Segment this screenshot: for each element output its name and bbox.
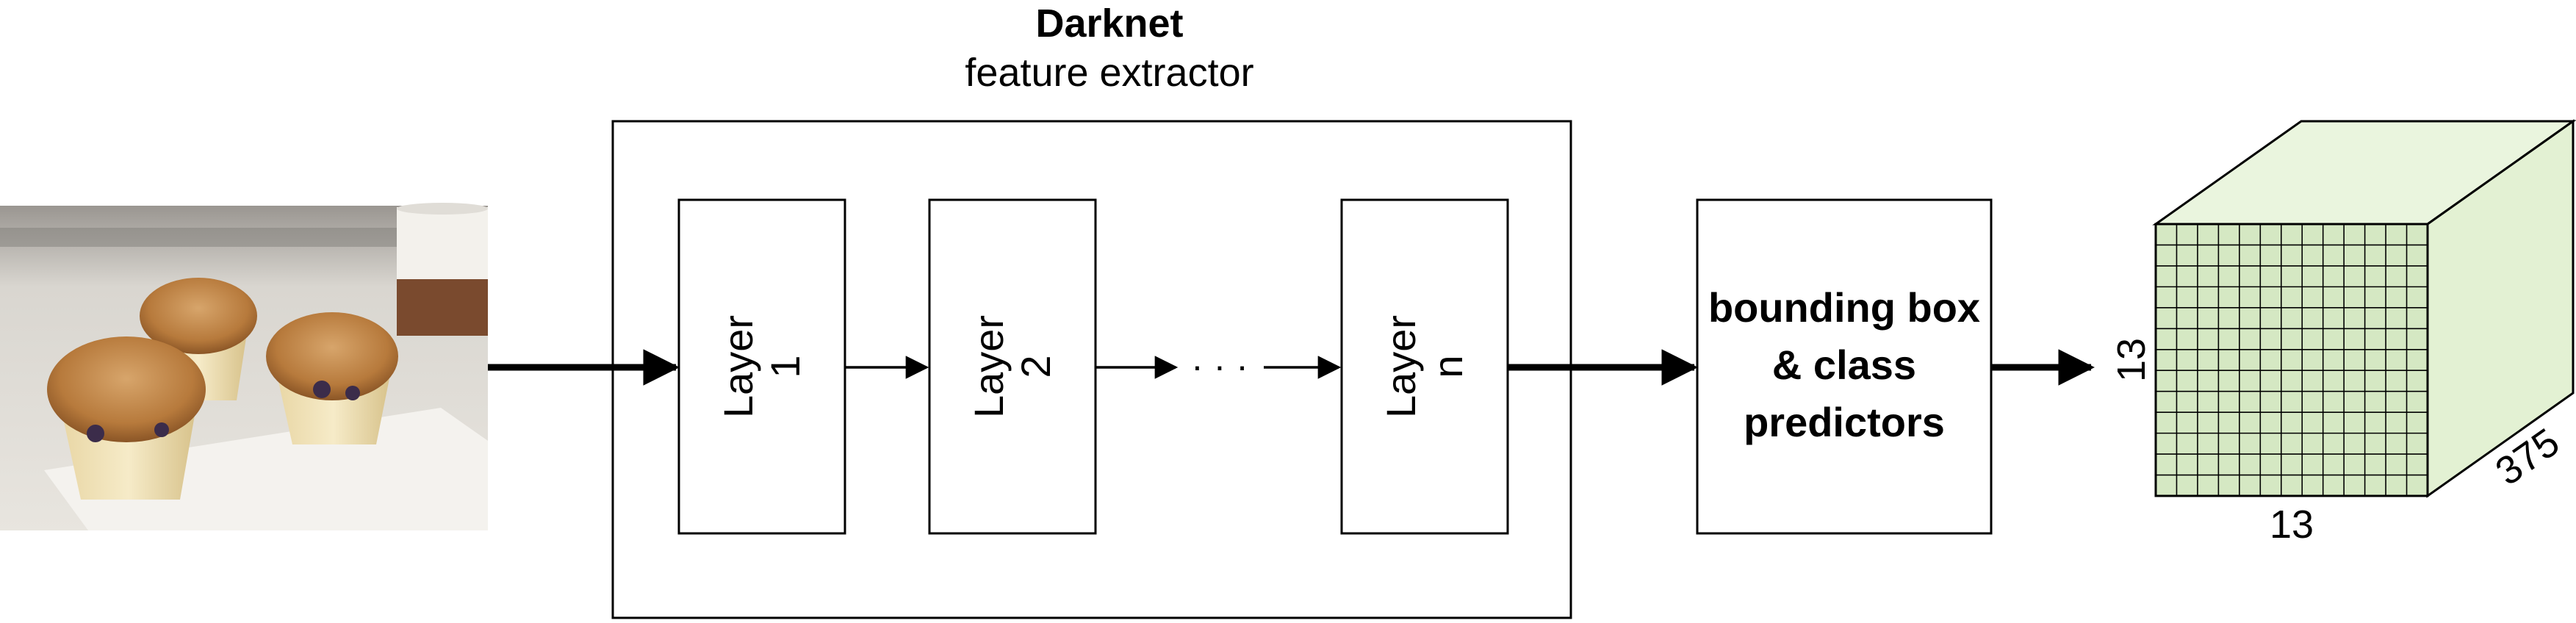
predictors-box bbox=[1696, 198, 1993, 535]
output-tensor-cube bbox=[2152, 119, 2576, 498]
layer-n-label: Layer n bbox=[1378, 314, 1471, 419]
layer-2-label: Layer 2 bbox=[965, 314, 1059, 419]
tensor-width-label: 13 bbox=[2269, 503, 2314, 547]
layer-1-label: Layer 1 bbox=[715, 314, 808, 419]
darknet-subtitle: feature extractor bbox=[965, 51, 1254, 95]
muffin-front bbox=[47, 336, 206, 500]
layer-n-box bbox=[1340, 198, 1509, 535]
layer-ellipsis: · · · bbox=[1191, 345, 1248, 386]
layer-2-box bbox=[928, 198, 1097, 535]
predictors-label: bounding box & class predictors bbox=[1708, 284, 1981, 445]
cube-front-face bbox=[2154, 223, 2429, 497]
muffin-right bbox=[266, 312, 398, 444]
input-image bbox=[0, 203, 488, 530]
mug-image-element bbox=[397, 203, 488, 336]
darknet-title: Darknet bbox=[1035, 1, 1184, 46]
cube-front-grid bbox=[2156, 224, 2428, 496]
tensor-height-label: 13 bbox=[2109, 337, 2154, 383]
